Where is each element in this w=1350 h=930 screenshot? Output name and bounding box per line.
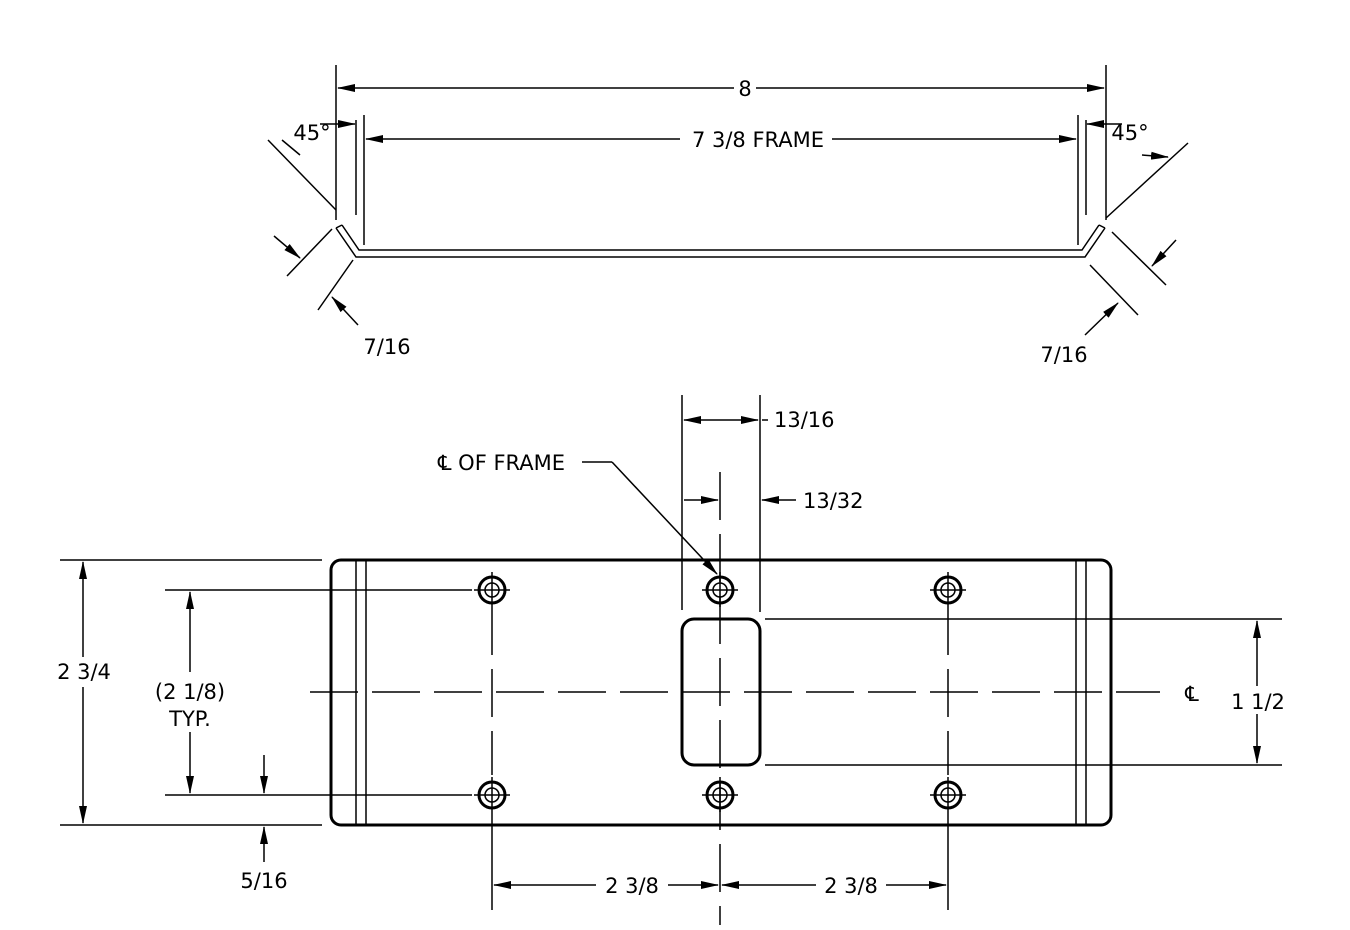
plate-profile-inner: [341, 224, 1100, 251]
dim-frame-width: 7 3/8 FRAME: [692, 128, 824, 152]
dim-edge-offset: 5/16: [240, 869, 287, 893]
flange-ext-left-b: [317, 259, 354, 311]
angle-leader-left: [281, 139, 301, 156]
dim-hole-spacing-note: TYP.: [168, 707, 211, 731]
hole-bottom-center: [702, 777, 738, 812]
hole-bottom-right: [930, 777, 966, 812]
flange-ext-right-b: [1089, 264, 1139, 316]
flange-arrow-right-b: [1084, 302, 1119, 336]
dim-hole-spacing-left: 2 3/8: [605, 874, 659, 898]
hole-bottom-left: [474, 777, 510, 812]
plate-profile-outer: [335, 227, 1106, 258]
dim-slot-height: 1 1/2: [1231, 690, 1285, 714]
hole-top-right: [930, 572, 966, 607]
dim-angle-right: 45°: [1111, 121, 1148, 145]
angle-ref-line-right: [1105, 142, 1189, 219]
dim-flange-left: 7/16: [363, 335, 410, 359]
dim-angle-left: 45°: [293, 121, 330, 145]
flange-arrow-right-a: [1151, 239, 1177, 267]
flange-arrow-left-a: [273, 235, 301, 259]
hole-top-left: [474, 572, 510, 607]
cl-leader-arrow: [611, 461, 718, 575]
dim-slot-width: 13/16: [774, 408, 835, 432]
hole-top-center: [702, 572, 738, 607]
centerline-symbol: ℄: [1184, 682, 1199, 706]
dim-overall-height: 2 3/4: [57, 660, 111, 684]
top-view: 8 7 3/8 FRAME 45° 45° 7/16 7/16: [267, 65, 1189, 367]
angle-leader-right: [1141, 151, 1169, 160]
angle-ref-line-left: [267, 139, 337, 211]
dim-flange-right: 7/16: [1040, 343, 1087, 367]
dim-overall-width: 8: [738, 77, 751, 101]
flange-ext-right-a: [1111, 231, 1167, 286]
dim-half-slot-width: 13/32: [803, 489, 864, 513]
flange-ext-left-a: [286, 228, 333, 277]
cl-of-frame-label: ℄ OF FRAME: [437, 451, 565, 475]
flange-tip-left: [335, 224, 343, 229]
bottom-view: ℄ OF FRAME 13/16 13/32 2 3/4 (2 1/8) TYP…: [48, 395, 1293, 925]
flange-arrow-left-b: [331, 296, 359, 326]
dim-hole-spacing-vertical: (2 1/8): [155, 680, 225, 704]
flange-tip-right: [1098, 224, 1106, 229]
dim-hole-spacing-right: 2 3/8: [824, 874, 878, 898]
